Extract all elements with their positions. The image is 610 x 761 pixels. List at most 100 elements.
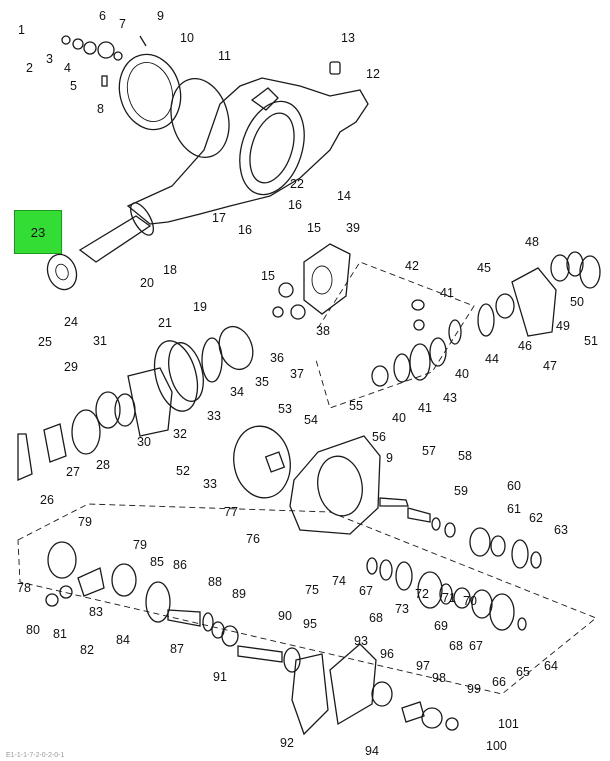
callout-73[interactable]: 73 [395,602,409,616]
callout-35[interactable]: 35 [255,375,269,389]
callout-86[interactable]: 86 [173,558,187,572]
callout-37[interactable]: 37 [290,367,304,381]
callout-44[interactable]: 44 [485,352,499,366]
callout-54[interactable]: 54 [304,413,318,427]
callout-101[interactable]: 101 [498,717,519,731]
callout-79[interactable]: 79 [133,538,147,552]
callout-61[interactable]: 61 [507,502,521,516]
callout-19[interactable]: 19 [193,300,207,314]
callout-30[interactable]: 30 [137,435,151,449]
callout-40[interactable]: 40 [392,411,406,425]
callout-49[interactable]: 49 [556,319,570,333]
callout-17[interactable]: 17 [212,211,226,225]
callout-16[interactable]: 16 [288,198,302,212]
callout-93[interactable]: 93 [354,634,368,648]
callout-51[interactable]: 51 [584,334,598,348]
callout-72[interactable]: 72 [415,587,429,601]
callout-95[interactable]: 95 [303,617,317,631]
callout-87[interactable]: 87 [170,642,184,656]
callout-28[interactable]: 28 [96,458,110,472]
callout-39[interactable]: 39 [346,221,360,235]
highlighted-callout-23[interactable]: 23 [14,210,62,254]
callout-42[interactable]: 42 [405,259,419,273]
callout-59[interactable]: 59 [454,484,468,498]
callout-82[interactable]: 82 [80,643,94,657]
callout-7[interactable]: 7 [119,17,126,31]
callout-5[interactable]: 5 [70,79,77,93]
callout-70[interactable]: 70 [463,594,477,608]
callout-68[interactable]: 68 [449,639,463,653]
callout-81[interactable]: 81 [53,627,67,641]
callout-88[interactable]: 88 [208,575,222,589]
callout-9[interactable]: 9 [386,451,393,465]
callout-18[interactable]: 18 [163,263,177,277]
callout-9[interactable]: 9 [157,9,164,23]
callout-63[interactable]: 63 [554,523,568,537]
callout-46[interactable]: 46 [518,339,532,353]
callout-47[interactable]: 47 [543,359,557,373]
callout-13[interactable]: 13 [341,31,355,45]
callout-83[interactable]: 83 [89,605,103,619]
callout-21[interactable]: 21 [158,316,172,330]
callout-1[interactable]: 1 [18,23,25,37]
callout-8[interactable]: 8 [97,102,104,116]
callout-78[interactable]: 78 [17,581,31,595]
callout-12[interactable]: 12 [366,67,380,81]
callout-67[interactable]: 67 [469,639,483,653]
callout-50[interactable]: 50 [570,295,584,309]
callout-14[interactable]: 14 [337,189,351,203]
callout-100[interactable]: 100 [486,739,507,753]
callout-20[interactable]: 20 [140,276,154,290]
callout-62[interactable]: 62 [529,511,543,525]
callout-25[interactable]: 25 [38,335,52,349]
callout-36[interactable]: 36 [270,351,284,365]
callout-91[interactable]: 91 [213,670,227,684]
callout-26[interactable]: 26 [40,493,54,507]
callout-48[interactable]: 48 [525,235,539,249]
callout-85[interactable]: 85 [150,555,164,569]
callout-94[interactable]: 94 [365,744,379,758]
callout-84[interactable]: 84 [116,633,130,647]
callout-31[interactable]: 31 [93,334,107,348]
callout-38[interactable]: 38 [316,324,330,338]
callout-43[interactable]: 43 [443,391,457,405]
callout-68[interactable]: 68 [369,611,383,625]
callout-15[interactable]: 15 [307,221,321,235]
callout-6[interactable]: 6 [99,9,106,23]
callout-10[interactable]: 10 [180,31,194,45]
callout-40[interactable]: 40 [455,367,469,381]
callout-67[interactable]: 67 [359,584,373,598]
callout-34[interactable]: 34 [230,385,244,399]
callout-24[interactable]: 24 [64,315,78,329]
callout-99[interactable]: 99 [467,682,481,696]
callout-2[interactable]: 2 [26,61,33,75]
callout-3[interactable]: 3 [46,52,53,66]
callout-77[interactable]: 77 [224,505,238,519]
callout-97[interactable]: 97 [416,659,430,673]
callout-53[interactable]: 53 [278,402,292,416]
callout-65[interactable]: 65 [516,665,530,679]
callout-57[interactable]: 57 [422,444,436,458]
callout-92[interactable]: 92 [280,736,294,750]
callout-33[interactable]: 33 [203,477,217,491]
callout-76[interactable]: 76 [246,532,260,546]
callout-66[interactable]: 66 [492,675,506,689]
callout-45[interactable]: 45 [477,261,491,275]
callout-33[interactable]: 33 [207,409,221,423]
callout-4[interactable]: 4 [64,61,71,75]
callout-96[interactable]: 96 [380,647,394,661]
callout-27[interactable]: 27 [66,465,80,479]
callout-58[interactable]: 58 [458,449,472,463]
callout-15[interactable]: 15 [261,269,275,283]
callout-52[interactable]: 52 [176,464,190,478]
callout-29[interactable]: 29 [64,360,78,374]
callout-60[interactable]: 60 [507,479,521,493]
callout-32[interactable]: 32 [173,427,187,441]
callout-80[interactable]: 80 [26,623,40,637]
callout-69[interactable]: 69 [434,619,448,633]
callout-41[interactable]: 41 [418,401,432,415]
callout-79[interactable]: 79 [78,515,92,529]
callout-11[interactable]: 11 [218,49,231,63]
callout-22[interactable]: 22 [290,177,304,191]
callout-90[interactable]: 90 [278,609,292,623]
